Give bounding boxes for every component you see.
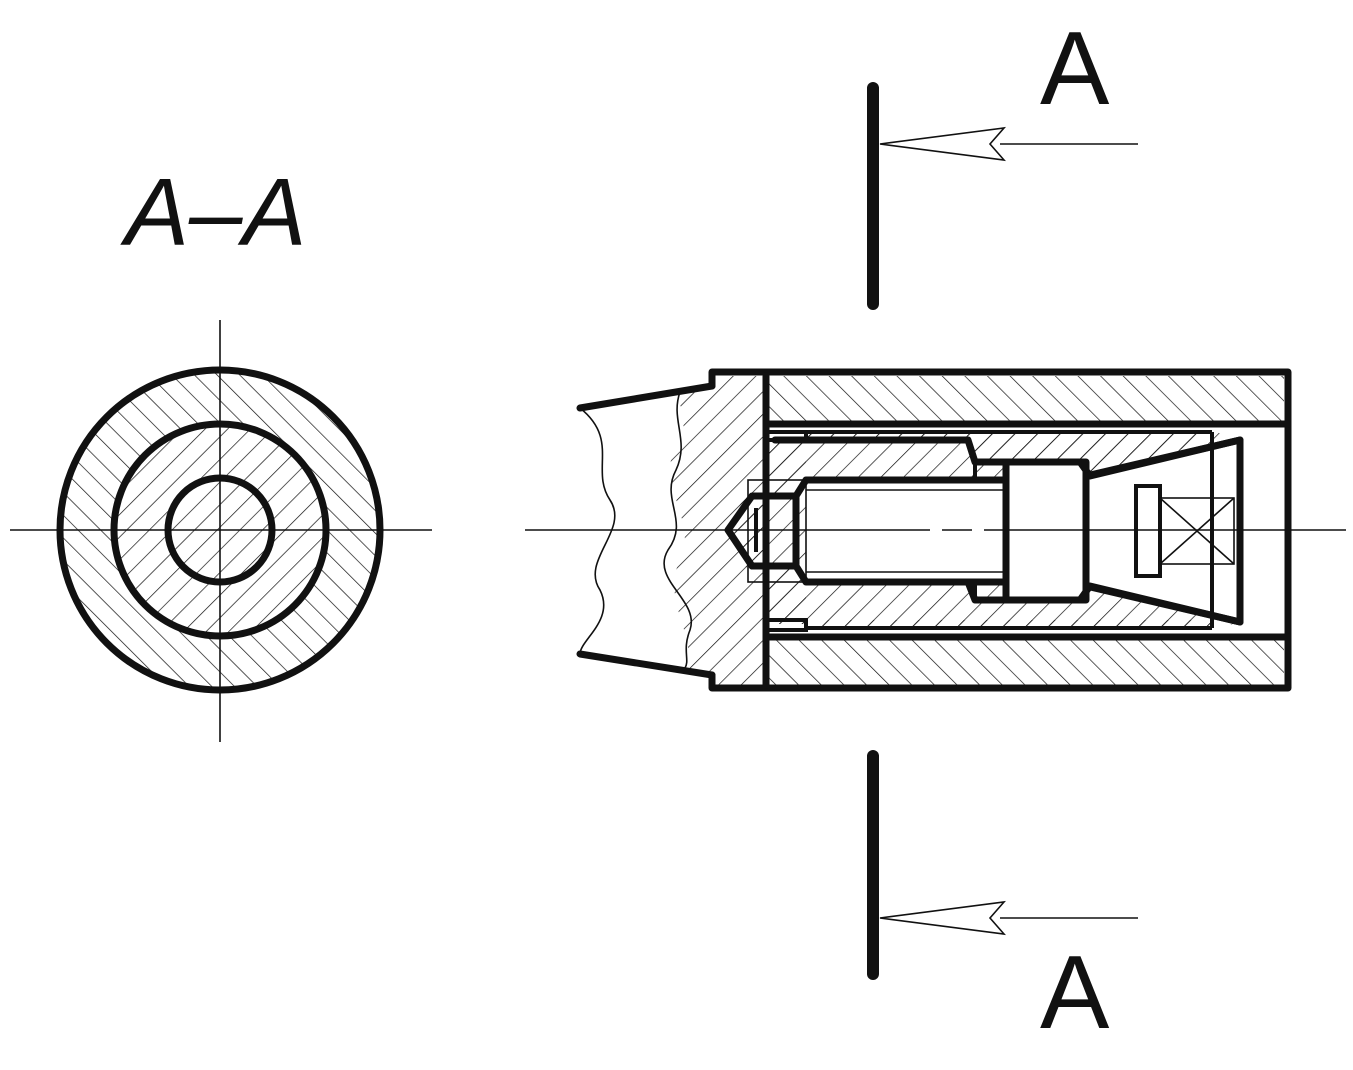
shaft-top-edge (576, 382, 716, 412)
outer-ring-hatch (60, 370, 381, 690)
counterbore (1002, 458, 1090, 604)
middle-ring-hatch (114, 424, 327, 636)
arrow-head-bottom (879, 900, 1006, 936)
drill-relief (747, 479, 807, 583)
sleeve-top-hatch (766, 376, 1284, 424)
drill-tip (724, 492, 800, 570)
cross-section-view (10, 320, 432, 742)
break-line-2 (663, 391, 693, 669)
body-thread-hatch (806, 440, 1006, 480)
break-line-1 (579, 407, 616, 655)
cut-marker-top: A (867, 11, 1138, 310)
body-nose-hatch (728, 440, 806, 624)
section-label: A–A (120, 159, 306, 266)
pin-cross-2 (1159, 497, 1235, 565)
pin-slot (1134, 484, 1162, 578)
cut-label-top: A (1040, 11, 1110, 127)
longitudinal-section (525, 368, 1346, 692)
thread-hole (792, 476, 1010, 586)
pin-cross-box (1159, 497, 1235, 565)
body-groove-bottom (766, 618, 808, 632)
conical-pin (1082, 436, 1244, 626)
cut-label-bottom: A (1040, 935, 1110, 1051)
arrow-head-top (879, 126, 1006, 162)
sleeve-bottom-hatch (766, 637, 1284, 685)
body-lower-hatch-2 (806, 582, 1240, 630)
cut-marker-bottom: A (867, 750, 1138, 1051)
shaft-bottom-edge (576, 650, 716, 679)
body-upper-hatch-2 (806, 432, 1212, 476)
